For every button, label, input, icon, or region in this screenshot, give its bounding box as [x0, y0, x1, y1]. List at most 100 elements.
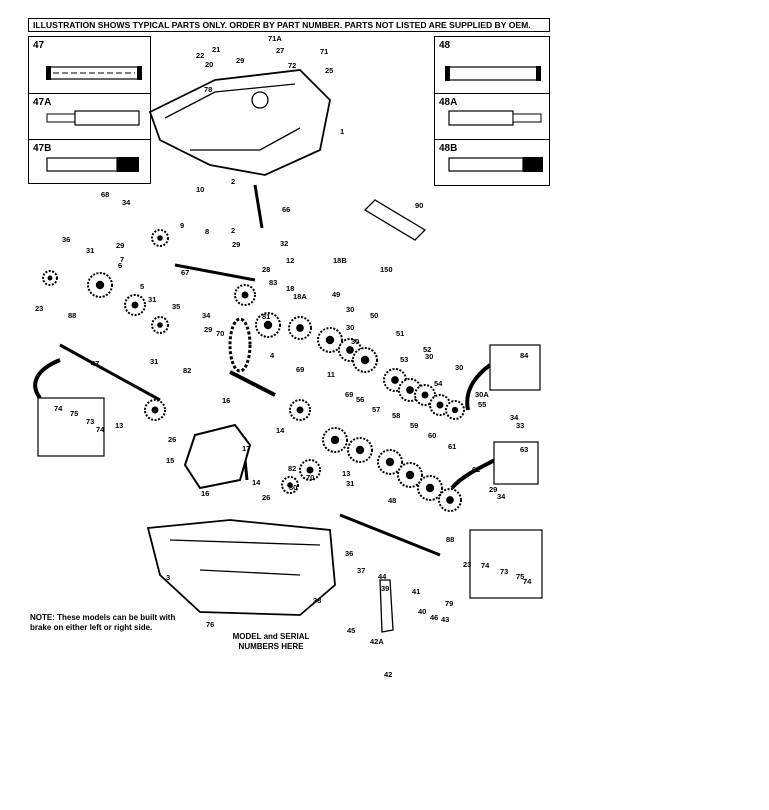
- callout-label: 51: [396, 329, 404, 338]
- callout-label: 30A: [475, 390, 489, 399]
- callout-label: 34: [202, 311, 211, 320]
- callout-label: 40: [418, 607, 426, 616]
- callout-label: 69: [345, 390, 353, 399]
- callout-label: 90: [415, 201, 423, 210]
- callout-label: 69: [296, 365, 304, 374]
- callout-label: 3: [166, 573, 170, 582]
- callout-label: 88: [68, 311, 76, 320]
- callout-label: 47: [91, 359, 99, 368]
- inset-section-48: 48: [435, 37, 549, 93]
- callout-label: 18B: [333, 256, 347, 265]
- upper-housing-icon: [148, 69, 331, 176]
- callout-label: 30: [455, 363, 463, 372]
- callout-label: 83: [269, 278, 277, 287]
- callout-label: 75: [70, 409, 78, 418]
- gear-hub-icon: [330, 435, 340, 445]
- gear-hub-icon: [157, 322, 163, 328]
- shaft-67-icon: [174, 263, 256, 282]
- gear-hub-icon: [346, 346, 354, 354]
- axle-48a-icon: [448, 110, 542, 126]
- right-axle-inset: 48 48A 48B: [434, 36, 550, 186]
- callout-label: 35: [172, 302, 180, 311]
- gear-hub-icon: [451, 406, 459, 414]
- callout-label: 42A: [370, 637, 384, 646]
- axle-shaft-47-icon: [59, 343, 161, 402]
- shaft-4-icon: [229, 370, 276, 397]
- brake-note: NOTE: These models can be built with bra…: [30, 613, 176, 632]
- gear-hub-icon: [385, 457, 395, 467]
- callout-label: 18A: [293, 292, 307, 301]
- parts-artwork: [33, 69, 496, 633]
- gear-hub-icon: [391, 376, 399, 384]
- gear-hub-icon: [296, 406, 304, 414]
- callout-label: 74: [96, 425, 105, 434]
- inset-section-47b: 47B: [29, 139, 150, 186]
- gear-hub-icon: [263, 320, 273, 330]
- gear-hub-icon: [325, 335, 335, 345]
- callout-label: 73: [86, 417, 94, 426]
- callout-label: 55: [478, 400, 486, 409]
- inset-label: 48B: [439, 143, 458, 154]
- gear-stack: [42, 229, 465, 512]
- inset-label: 47: [33, 40, 45, 51]
- axle-shaft-48-icon: [339, 513, 441, 557]
- callout-label: 56: [356, 395, 364, 404]
- callout-label: 46: [430, 613, 438, 622]
- callout-label: 8: [205, 227, 209, 236]
- callout-label: 49: [332, 290, 340, 299]
- callout-label: 29: [116, 241, 124, 250]
- callout-label: 84: [520, 351, 529, 360]
- callout-label: 34: [122, 198, 131, 207]
- callout-label: 16: [222, 396, 230, 405]
- brake-tube-icon: [363, 199, 427, 241]
- callout-label: 71: [320, 47, 328, 56]
- callout-label: 31: [150, 357, 158, 366]
- header-note: ILLUSTRATION SHOWS TYPICAL PARTS ONLY. O…: [28, 18, 550, 32]
- callout-label: 2: [231, 226, 235, 235]
- callout-label: 4: [270, 351, 275, 360]
- upper-housing-detail-icon: [164, 83, 301, 151]
- bearing-inset-right-icon: [469, 529, 543, 599]
- shaft-66-icon: [253, 184, 264, 229]
- callout-label: 10: [196, 185, 204, 194]
- callout-label: 9: [180, 221, 184, 230]
- gear-hub-icon: [446, 496, 454, 504]
- callout-label: 82: [288, 464, 296, 473]
- inset-label: 48: [439, 40, 451, 51]
- callout-label: 23: [463, 560, 471, 569]
- left-axle-inset: 47 47A 47B: [28, 36, 151, 184]
- callout-label: 27: [276, 46, 284, 55]
- callout-label: 52: [423, 345, 431, 354]
- callout-label: 30: [346, 305, 354, 314]
- axle-47a-icon: [46, 110, 140, 126]
- callout-label: 61: [448, 442, 456, 451]
- callout-label: 88: [446, 535, 454, 544]
- bearing-inset-left-icon: [37, 397, 105, 457]
- gear-hub-icon: [131, 301, 139, 309]
- callout-label: 2: [231, 177, 235, 186]
- inset-label: 47A: [33, 97, 52, 108]
- inset-section-48b: 48B: [435, 139, 549, 188]
- callout-label: 44: [378, 572, 387, 581]
- callout-label: 31: [346, 479, 354, 488]
- drive-chain-icon: [228, 317, 252, 373]
- callout-label: 29: [204, 325, 212, 334]
- inset-section-47a: 47A: [29, 93, 150, 140]
- callout-label: 34: [510, 413, 519, 422]
- callout-label: 74: [523, 577, 532, 586]
- inset-section-47: 47: [29, 37, 150, 93]
- callout-label: 16: [201, 489, 209, 498]
- callout-label: 36: [62, 235, 70, 244]
- callout-label: 30: [346, 323, 354, 332]
- callout-label: 26: [168, 435, 176, 444]
- callout-label: 76: [206, 620, 214, 629]
- callout-label: 57: [372, 405, 380, 414]
- callout-label: 25: [325, 66, 333, 75]
- callout-label: 31: [86, 246, 94, 255]
- callout-label: 43: [441, 615, 449, 624]
- callout-label: 18: [286, 284, 294, 293]
- callout-label: 29: [232, 240, 240, 249]
- callout-label: 13: [342, 469, 350, 478]
- callout-label: 36: [345, 549, 353, 558]
